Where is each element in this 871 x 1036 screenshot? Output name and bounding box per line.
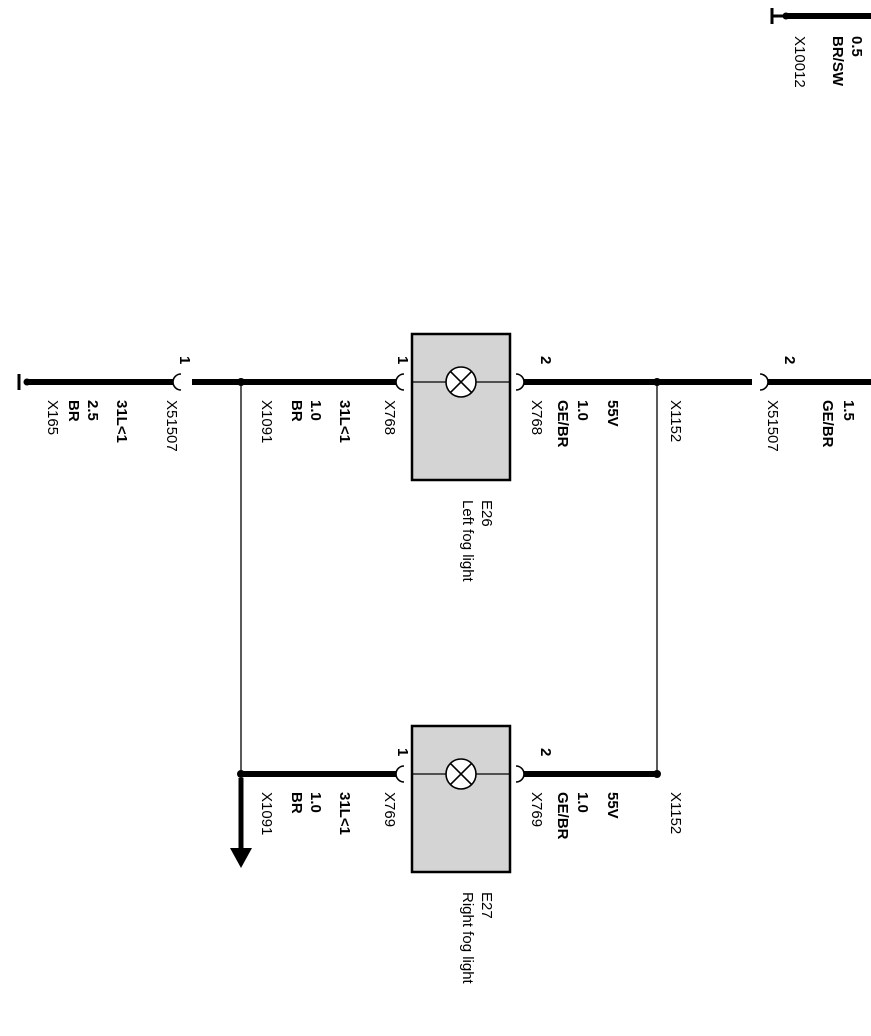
connector-label: X768 xyxy=(528,400,545,435)
connector-label: X769 xyxy=(528,792,545,827)
pin-number: 1 xyxy=(394,748,411,756)
left-fog-light-housing xyxy=(410,332,512,482)
wire-color-label: GE/BR xyxy=(819,400,836,448)
lower-wire-row xyxy=(230,765,661,868)
splice-label: X1091 xyxy=(258,400,275,443)
connector-x51507-pin2 xyxy=(759,373,769,391)
splice-x1091-bottom xyxy=(237,770,245,778)
top-ground-label: X10012 xyxy=(791,36,808,88)
wire-size-label: 1.0 xyxy=(307,792,324,813)
right-fog-light-id: E27 xyxy=(478,892,495,919)
wire-color-label: BR xyxy=(65,400,82,422)
connector-label: X51507 xyxy=(764,400,781,452)
lamp-bulb-icon xyxy=(445,758,477,790)
connector-x51507-pin1 xyxy=(172,373,182,391)
connector-x768-pin2 xyxy=(515,373,525,391)
wire-size-label: 1.0 xyxy=(574,792,591,813)
wire-color-label: GE/BR xyxy=(554,400,571,448)
wire-voltage-label: 55V xyxy=(604,792,621,819)
splice-label: X1091 xyxy=(258,792,275,835)
top-wire-size: 0.5 xyxy=(848,36,865,57)
wire-voltage-label: 55V xyxy=(604,400,621,427)
wire-color-label: BR xyxy=(288,792,305,814)
wire-size-label: 1.0 xyxy=(574,400,591,421)
pin-number: 2 xyxy=(537,748,554,756)
wire-size-label: 1.5 xyxy=(840,400,857,421)
lower-row-labels: X1091 BR 1.0 31L<1 X769 X769 GE/BR 1.0 5… xyxy=(258,792,684,840)
pin-number: 1 xyxy=(176,356,193,364)
pin-number: 2 xyxy=(781,356,798,364)
wire-size-label: 2.5 xyxy=(84,400,101,421)
splice-x1152-bottom xyxy=(653,770,661,778)
wire-signal-label: 31L<1 xyxy=(113,400,130,443)
right-fog-light-housing xyxy=(410,724,512,874)
upper-wire-row xyxy=(17,373,871,391)
right-fog-light-name: Right fog light xyxy=(459,892,476,985)
top-wire-color: BR/SW xyxy=(829,36,846,87)
wire-signal-label: 31L<1 xyxy=(336,792,353,835)
upper-row-labels: X165 BR 2.5 31L<1 X51507 X1091 BR 1.0 31… xyxy=(44,400,857,452)
splice-label: X1152 xyxy=(667,792,684,834)
pin-number: 1 xyxy=(394,356,411,364)
wire-size-label: 1.0 xyxy=(307,400,324,421)
ground-x165-label: X165 xyxy=(44,400,61,435)
left-fog-light-name: Left fog light xyxy=(459,500,476,583)
top-ground-stub: 0.5 BR/SW X10012 xyxy=(770,8,871,88)
wire-color-label: BR xyxy=(288,400,305,422)
splice-label: X1152 xyxy=(667,400,684,442)
pin-numbers: 1 1 2 2 1 2 xyxy=(176,356,798,756)
left-fog-light-id: E26 xyxy=(478,500,495,527)
connector-x768-pin1 xyxy=(395,373,405,391)
connector-label: X51507 xyxy=(163,400,180,452)
continuation-arrow-icon xyxy=(230,778,252,868)
pin-number: 2 xyxy=(537,356,554,364)
wire-color-label: GE/BR xyxy=(554,792,571,840)
left-fog-light: E26 Left fog light xyxy=(410,332,512,583)
connector-x769-pin1 xyxy=(395,765,405,783)
connector-label: X768 xyxy=(381,400,398,435)
connector-x769-pin2 xyxy=(515,765,525,783)
wire-signal-label: 31L<1 xyxy=(336,400,353,443)
right-fog-light: E27 Right fog light xyxy=(410,724,512,985)
connector-label: X769 xyxy=(381,792,398,827)
lamp-bulb-icon xyxy=(445,366,477,398)
